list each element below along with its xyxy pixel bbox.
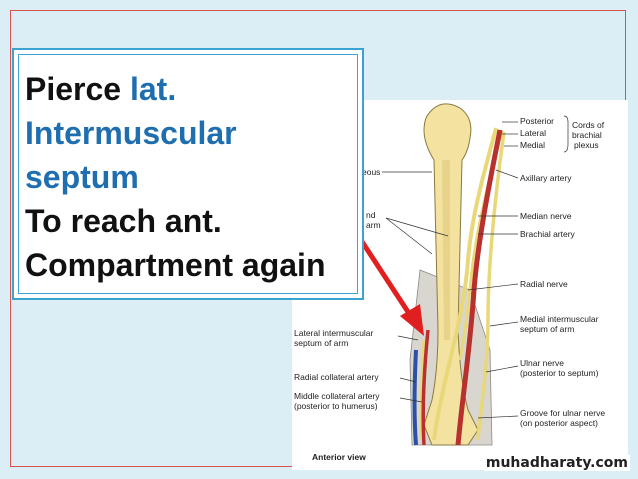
median-nerve-line (432, 127, 498, 441)
callout-line-4: To reach ant. (25, 203, 222, 239)
brachial-artery-line (455, 129, 503, 446)
callout-line-1-a: Pierce (25, 71, 130, 107)
label-medial-septum-1: Medial intermuscular (520, 314, 599, 324)
label-axillary-artery: Axillary artery (520, 173, 572, 183)
label-lateral-septum-2: septum of arm (294, 338, 348, 348)
callout-line-1-b: lat. (129, 71, 177, 107)
radial-collateral-line (421, 329, 430, 446)
humerus-illustration: Posterior Lateral Medial Cords of brachi… (292, 100, 628, 470)
label-radial-collateral: Radial collateral artery (294, 372, 379, 382)
label-middle-collateral-1: Middle collateral artery (294, 391, 380, 401)
label-groove-1: Groove for ulnar nerve (520, 408, 605, 418)
label-groove-2: (on posterior aspect) (520, 418, 598, 428)
anatomy-svg: Posterior Lateral Medial Cords of brachi… (294, 103, 605, 462)
callout-text: Pierce lat. Intermuscular septum To reac… (25, 67, 357, 287)
label-medial: Medial (520, 140, 545, 150)
label-ulnar-nerve-1: Ulnar nerve (520, 358, 564, 368)
ulnar-nerve-line (476, 131, 506, 441)
label-posterior: Posterior (520, 116, 554, 126)
label-cords-2: brachial (572, 130, 602, 140)
humerus-bone (423, 103, 479, 446)
collateral-vein-line (412, 349, 418, 446)
watermark: muhadharaty.com (483, 455, 630, 471)
label-median-nerve: Median nerve (520, 211, 572, 221)
label-partial-left-3: arm (366, 220, 381, 230)
label-partial-left-1: eous (362, 167, 380, 177)
callout-line-5: Compartment again (25, 247, 326, 283)
callout-line-2: Intermuscular (25, 115, 237, 151)
label-middle-collateral-2: (posterior to humerus) (294, 401, 378, 411)
label-anterior-view: Anterior view (312, 452, 366, 462)
label-medial-septum-2: septum of arm (520, 324, 574, 334)
label-radial-nerve: Radial nerve (520, 279, 568, 289)
callout-inner: Pierce lat. Intermuscular septum To reac… (18, 54, 358, 294)
callout-line-3: septum (25, 159, 139, 195)
label-lateral-septum-1: Lateral intermuscular (294, 328, 374, 338)
bone-shading (442, 160, 450, 340)
label-cords-3: plexus (574, 140, 599, 150)
label-brachial-artery: Brachial artery (520, 229, 576, 239)
label-ulnar-nerve-2: (posterior to septum) (520, 368, 599, 378)
callout-box: Pierce lat. Intermuscular septum To reac… (12, 48, 364, 300)
label-lateral: Lateral (520, 128, 546, 138)
callout-line-1: Pierce lat. (25, 67, 357, 111)
radial-nerve-distal (419, 339, 426, 441)
label-cords-1: Cords of (572, 120, 605, 130)
label-partial-left-2: nd (366, 210, 376, 220)
